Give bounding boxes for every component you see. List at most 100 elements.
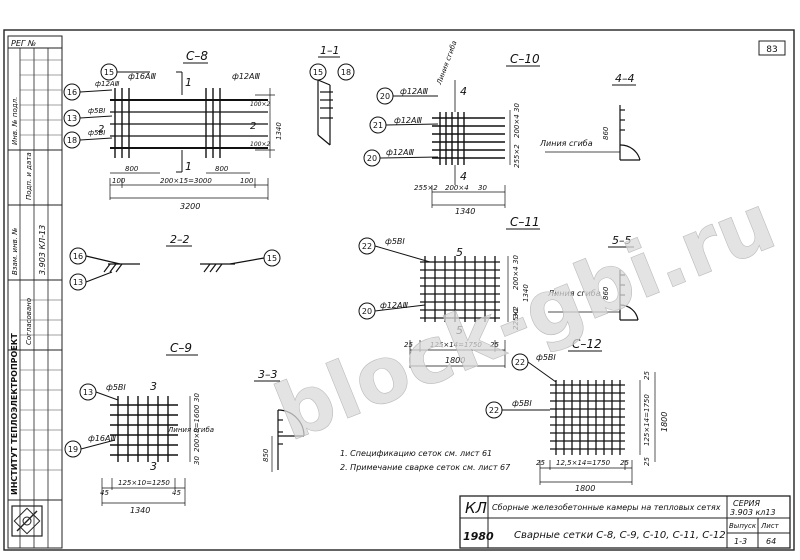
c9-dim-30b: 30 <box>193 456 201 465</box>
c11-title: С–11 <box>510 215 540 229</box>
c12-dim-1800: 1800 <box>575 484 595 493</box>
c8-dim-800a: 800 <box>125 165 139 173</box>
c11-rebar-2: ф12АⅢ <box>380 301 408 310</box>
sheet-number: 83 <box>766 45 777 55</box>
c8-mark-2a: 2 <box>250 121 256 132</box>
c12-dim-25b: 25 <box>620 459 629 467</box>
c12-callout-22b: 22 <box>489 406 499 415</box>
tb-list-label: Лист <box>760 522 780 530</box>
c12-dim-span: 12,5×14=1750 <box>556 459 611 467</box>
c8-callout-15: 15 <box>104 68 114 77</box>
c10-title: С–10 <box>510 52 540 66</box>
c8-rebar-3: ф12АⅢ <box>232 72 260 81</box>
c11-dim-30a: 30 <box>512 255 520 264</box>
c12-callout-22a: 22 <box>515 358 525 367</box>
s33-title: 3–3 <box>258 368 278 381</box>
drawing-c11: С–11 5 5 22 20 ф5ВⅠ ф12АⅢ 25 <box>358 215 540 368</box>
c9-dim-vert: 200×8=1600 <box>193 404 201 452</box>
s11-title: 1–1 <box>320 44 340 57</box>
c8-dim-height: 1340 <box>275 122 283 140</box>
title-block: КЛ 1980 Сборные железобетонные камеры на… <box>459 495 791 549</box>
c11-dim-1340: 1340 <box>522 284 530 302</box>
tb-issue-value: 1-3 <box>734 537 747 546</box>
notes: 1. Спецификацию сеток см. лист 61 2. При… <box>340 449 511 472</box>
s33-dim-850: 850 <box>262 448 270 462</box>
c10-callout-20b: 20 <box>367 154 377 163</box>
c10-dim-30: 30 <box>478 184 487 192</box>
c12-dim-25a: 25 <box>536 459 545 467</box>
s55-title: 5–5 <box>612 234 632 247</box>
c9-callout-19: 19 <box>68 445 78 454</box>
tb-list-value: 64 <box>766 537 776 546</box>
c9-dim-45a: 45 <box>100 489 109 497</box>
c8-section-mark-top: 1 <box>185 76 192 89</box>
c8-title: С–8 <box>186 49 208 63</box>
c12-dim-vert-25a: 25 <box>643 371 651 380</box>
c10-rebar-3: ф12АⅢ <box>386 148 414 157</box>
drawing-section-1-1: 1–1 15 18 <box>309 44 355 146</box>
c8-rebar-2: ф12АⅢ <box>95 80 120 88</box>
c8-callout-18: 18 <box>67 136 77 145</box>
c12-dim-vert-25b: 25 <box>643 457 651 466</box>
institute-logo <box>11 505 43 537</box>
drawing-c8: С–8 1 1 15 16 <box>63 49 283 211</box>
drawing-section-5-5: 5–5 Линия сгиба 860 <box>547 234 639 321</box>
c9-rebar-1: ф5ВⅠ <box>106 383 126 392</box>
strip-row-1: Инв. № подл. <box>11 97 19 145</box>
c10-bend-line: Линия сгиба <box>435 40 459 87</box>
c8-section-mark-bottom: 1 <box>185 160 192 173</box>
c11-dim-span: 125×14=1750 <box>430 341 482 349</box>
c10-dim-200x4: 200×4 <box>445 184 469 192</box>
c9-mark-top: 3 <box>150 380 157 393</box>
tb-series-label: СЕРИЯ <box>733 499 760 508</box>
s55-dim-860: 860 <box>602 286 610 300</box>
c11-callout-20: 20 <box>362 307 372 316</box>
c10-dim-255x2: 255×2 <box>414 184 438 192</box>
s44-dim-860: 860 <box>602 126 610 140</box>
c12-rebar-1: ф5ВⅠ <box>536 353 556 362</box>
strip-row-3: Взам. инв. № <box>11 227 19 275</box>
c8-dim-100x2b: 100×2 <box>250 141 270 148</box>
c12-dim-vert-1800: 1800 <box>660 412 669 432</box>
s55-bend-line: Линия сгиба <box>547 289 601 298</box>
c10-callout-20a: 20 <box>380 92 390 101</box>
c9-callout-13: 13 <box>83 388 93 397</box>
s44-title: 4–4 <box>615 72 635 85</box>
s11-callout-18: 18 <box>341 68 351 77</box>
drawing-c10: С–10 4 4 20 21 20 ф12АⅢ ф12АⅢ ф12АⅢ Лини… <box>363 40 540 216</box>
c10-dim-vert-200x4: 200×4 <box>513 114 521 138</box>
c9-dim-span: 125×10=1250 <box>118 479 170 487</box>
s11-callout-15: 15 <box>313 68 323 77</box>
c9-mark-bottom: 3 <box>150 460 157 473</box>
c9-dim-45b: 45 <box>172 489 181 497</box>
c10-rebar-2: ф12АⅢ <box>394 116 422 125</box>
c8-dim-span: 200×15=3000 <box>160 177 212 185</box>
tb-mark: КЛ <box>465 499 487 517</box>
c8-dim-100a: 100 <box>112 177 126 185</box>
drawing-c9: С–9 3 3 13 19 ф5ВⅠ ф16АⅢ Линия сгиба 45 <box>64 341 214 515</box>
c10-callout-21: 21 <box>373 121 383 130</box>
c11-dim-225x2: 225×2 <box>512 306 520 330</box>
c11-rebar-1: ф5ВⅠ <box>385 237 405 246</box>
c8-dim-total: 3200 <box>180 202 200 211</box>
c12-rebar-2: ф5ВⅠ <box>512 399 532 408</box>
c8-rebar-5: ф5ВⅠ <box>88 129 105 137</box>
c9-dim-30a: 30 <box>193 393 201 402</box>
c11-dim-200x4: 200×4 <box>512 266 520 290</box>
c9-dim-1340: 1340 <box>130 506 150 515</box>
tb-year: 1980 <box>463 530 494 543</box>
s44-bend-line: Линия сгиба <box>539 139 593 148</box>
c8-dim-800b: 800 <box>215 165 229 173</box>
stamp-reg: РЕГ № <box>11 39 36 48</box>
c11-dim-25a: 25 <box>404 341 413 349</box>
tb-series-value: 3.903 кл13 <box>730 508 776 517</box>
drawing-section-4-4: 4–4 Линия сгиба 860 <box>539 72 641 161</box>
c11-mark-top: 5 <box>456 246 463 259</box>
c9-title: С–9 <box>170 341 192 355</box>
strip-org: ИНСТИТУТ ТЕПЛОЭЛЕКТРОПРОЕКТ <box>10 333 19 495</box>
tb-issue-label: Выпуск <box>729 522 757 530</box>
c11-dim-1800: 1800 <box>445 356 465 365</box>
c8-rebar-1: ф16АⅢ <box>128 72 156 81</box>
c12-title: С–12 <box>572 337 602 351</box>
